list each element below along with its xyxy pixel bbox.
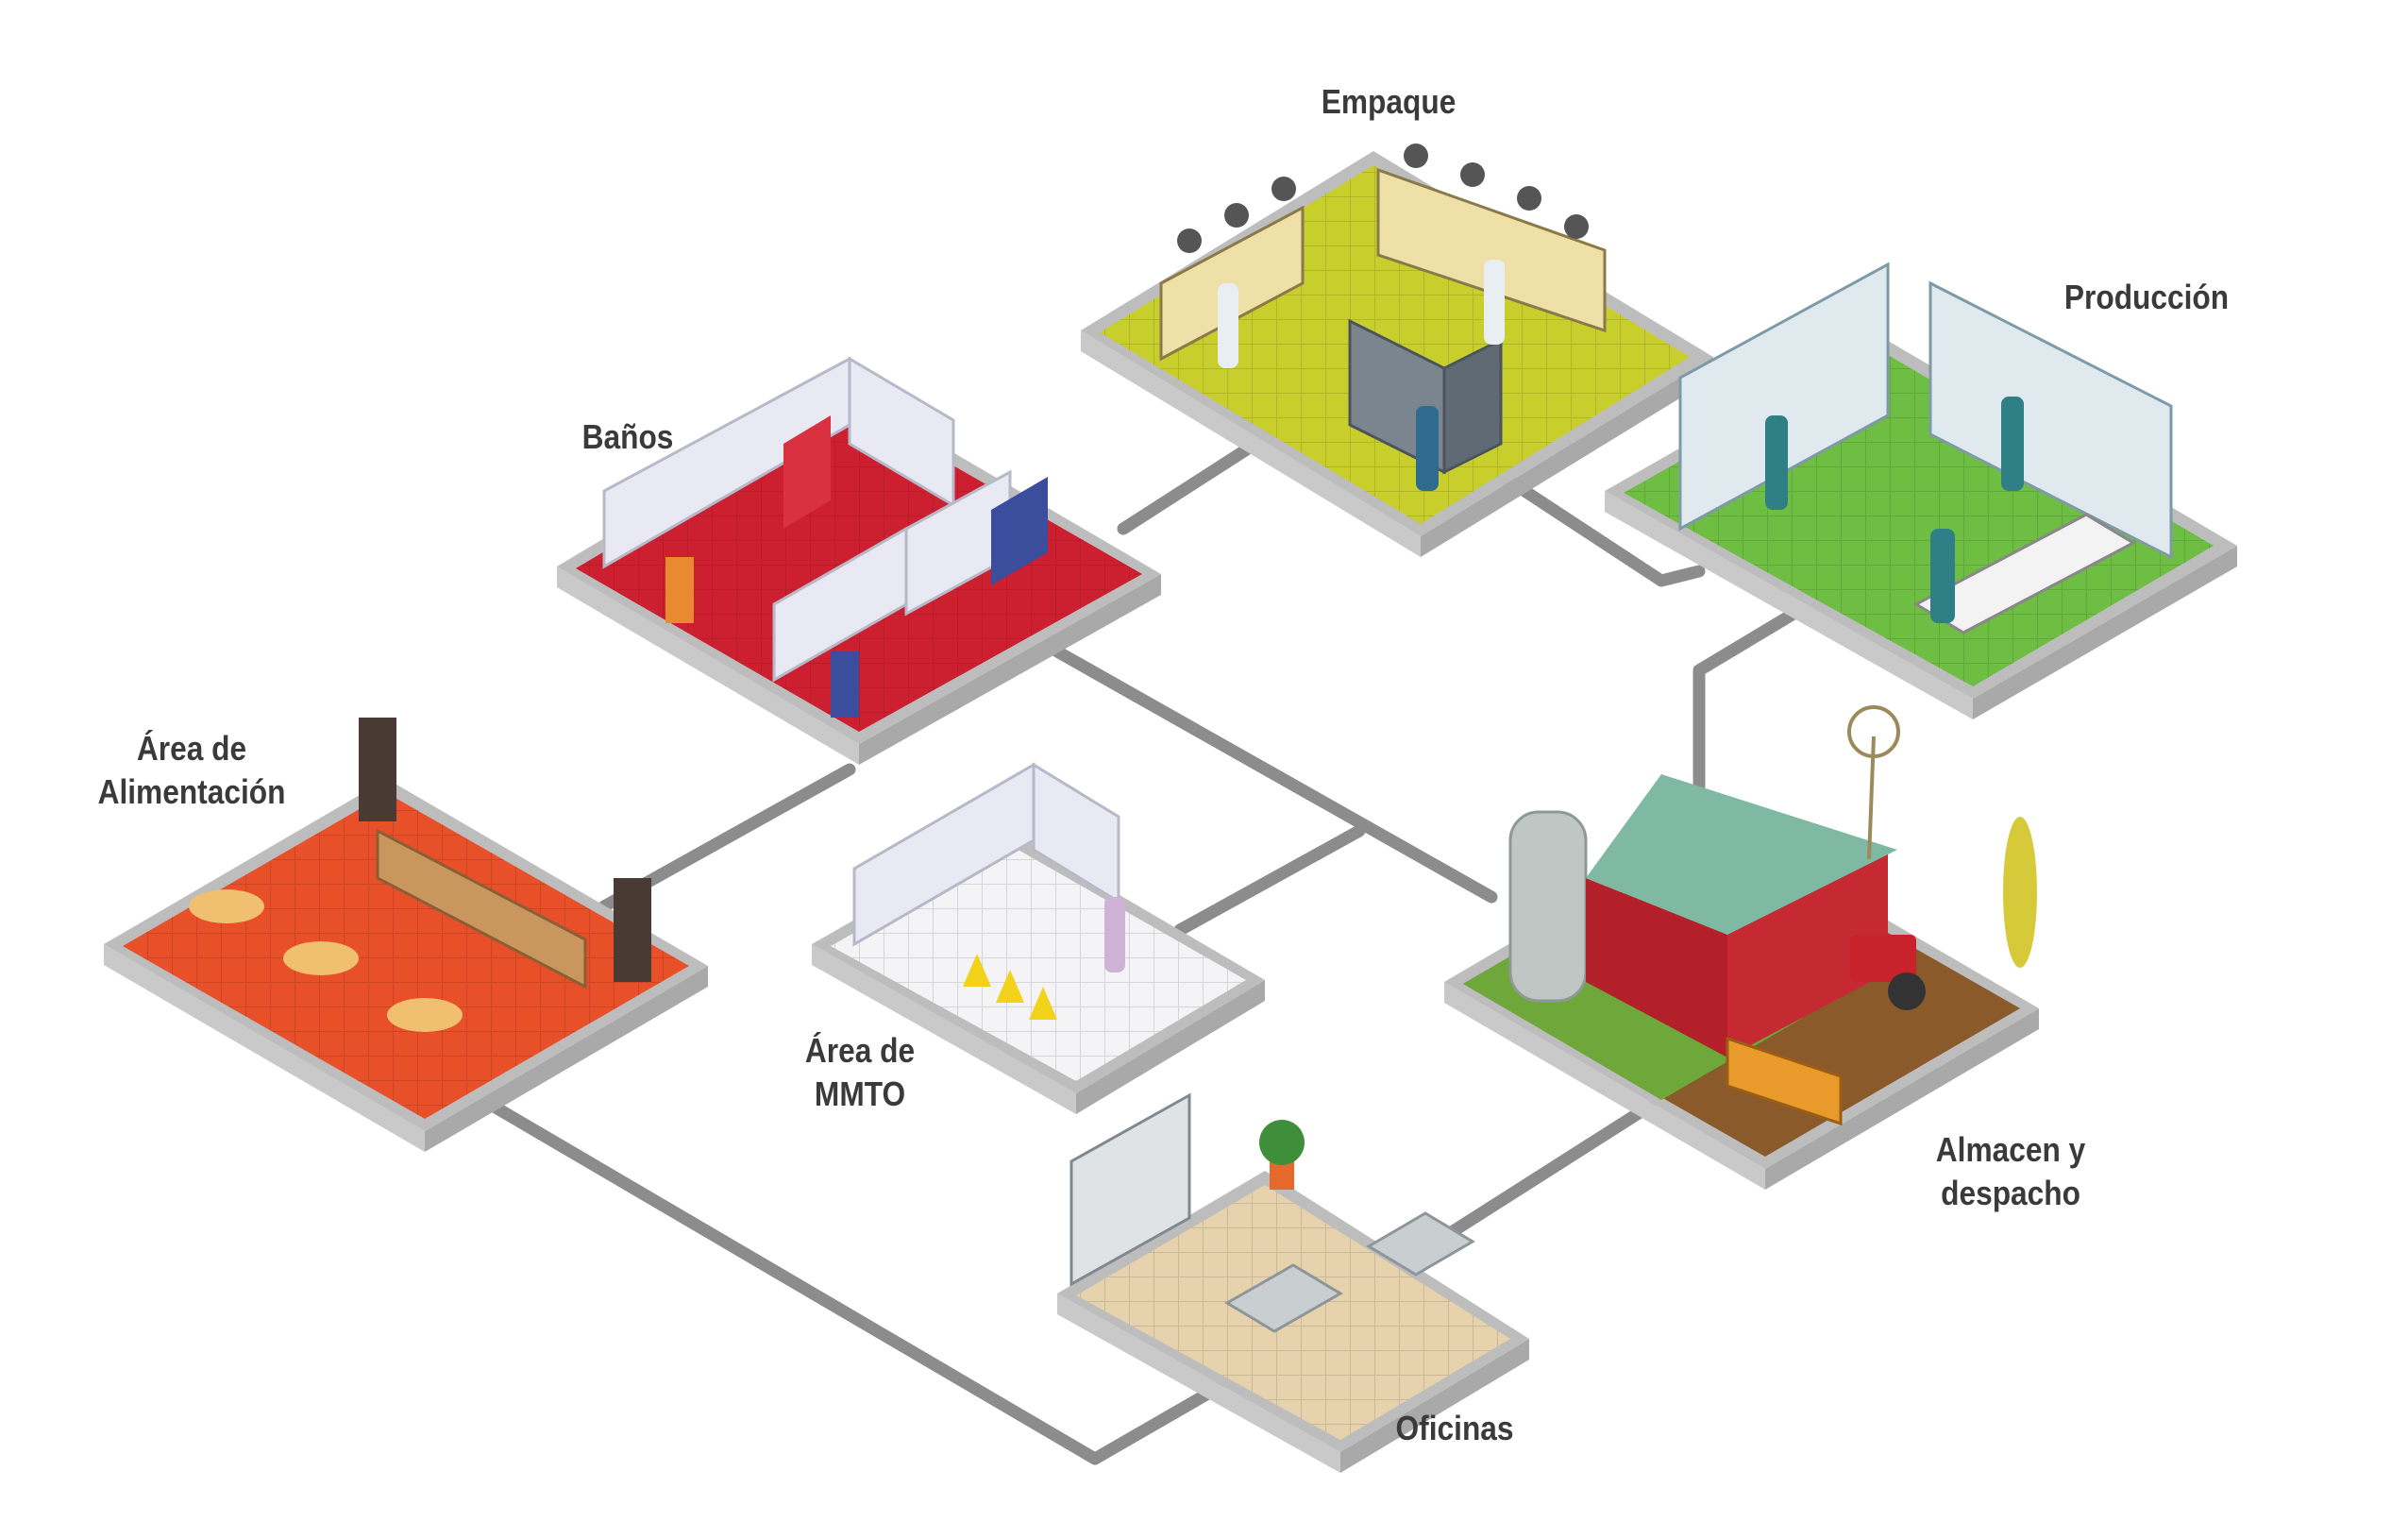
- workers: [1765, 397, 2024, 623]
- wet-floor-signs: [963, 954, 1057, 1020]
- hay-cart: [1726, 1036, 1843, 1126]
- storage-walls: [852, 762, 1120, 947]
- platform-side: [1444, 982, 1765, 1190]
- egg-shelves: [1159, 167, 1607, 362]
- path-alimentacion-oficinas: [484, 1098, 1224, 1465]
- platform-side: [1605, 491, 1973, 719]
- bookshelves: [1069, 1092, 1191, 1287]
- stall-doors: [783, 415, 1048, 585]
- restroom-walls: [602, 356, 1012, 683]
- workers: [1218, 260, 1505, 491]
- label-alimentacion: Área de Alimentación: [97, 729, 286, 811]
- path-oficinas-almacen: [1438, 1098, 1659, 1243]
- label-banos: Baños: [581, 417, 674, 456]
- tractor: [1850, 935, 1926, 1010]
- display-cabinets: [359, 718, 651, 982]
- area-oficinas: [1057, 1092, 1529, 1473]
- label-empaque: Empaque: [1321, 82, 1457, 121]
- hen-cages: [1678, 262, 2173, 560]
- path-banos-almacen: [1051, 645, 1498, 904]
- area-empaque: [1081, 144, 1713, 557]
- label-produccion: Producción: [2063, 278, 2230, 316]
- label-mmto: Área de MMTO: [804, 1031, 916, 1113]
- connector-paths: [484, 437, 1800, 1465]
- egg-table: [1912, 513, 2137, 634]
- worker: [1104, 897, 1125, 972]
- platform-side: [1057, 1294, 1340, 1473]
- area-almacen: [1444, 705, 2039, 1190]
- path-banos-empaque: [1117, 437, 1262, 535]
- gender-signs: [665, 557, 859, 718]
- label-oficinas: Oficinas: [1395, 1409, 1514, 1447]
- platform-side: [812, 944, 1076, 1114]
- desks: [1224, 1211, 1475, 1333]
- area-produccion: [1605, 262, 2237, 719]
- silo: [1508, 810, 1588, 1003]
- heat-lamps: [1177, 144, 1589, 253]
- food-counter: [376, 828, 587, 989]
- area-banos: [557, 356, 1161, 765]
- path-produccion-almacen: [1692, 607, 1800, 837]
- barn: [1586, 774, 1897, 1057]
- path-mmto-junction: [1173, 824, 1366, 937]
- path-empaque-produccion: [1504, 475, 1706, 587]
- windmill: [1847, 705, 1900, 860]
- platform-side: [1081, 330, 1421, 557]
- platform-side: [104, 944, 425, 1152]
- tree: [2003, 817, 2037, 968]
- potted-plant: [1259, 1120, 1305, 1190]
- area-alimentacion: [104, 718, 708, 1152]
- label-almacen: Almacen y despacho: [1935, 1130, 2086, 1212]
- platform-side: [557, 567, 859, 765]
- dining-tables: [189, 889, 463, 1032]
- area-mmto: [812, 762, 1265, 1114]
